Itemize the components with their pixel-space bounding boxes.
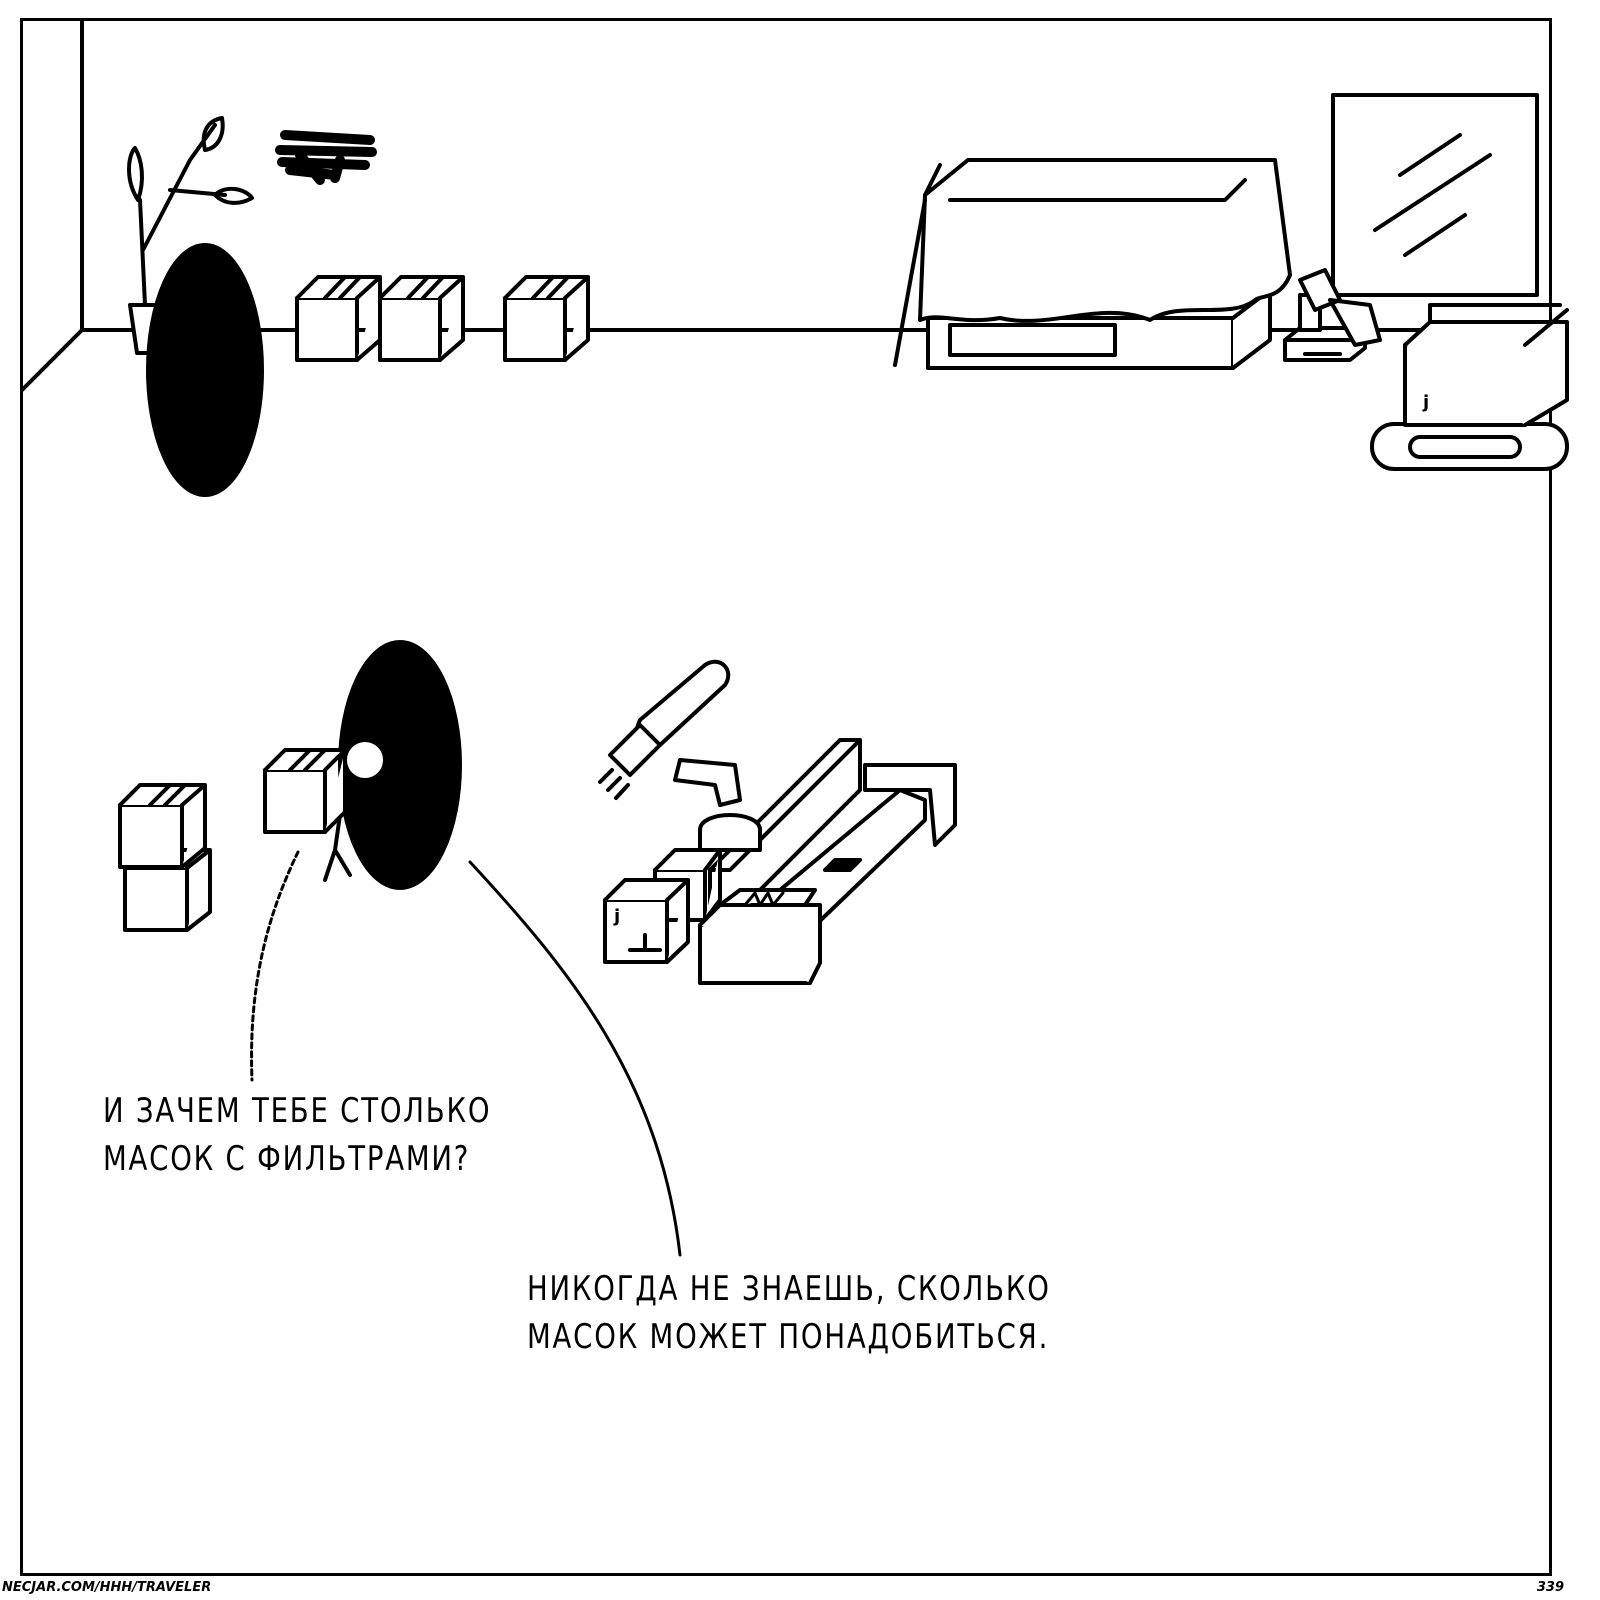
box-label: j [613, 906, 620, 927]
speech-line: И зачем тебе столько [103, 1091, 492, 1131]
speech-line: Никогда не знаешь, сколько [527, 1269, 1051, 1309]
window [1331, 93, 1539, 297]
page-number: 339 [1536, 1580, 1564, 1595]
cardboard-boxes [295, 275, 590, 362]
footer-url[interactable]: NECJAR.COM/HHH/TRAVELER [2, 1580, 212, 1595]
portal-hole [146, 243, 264, 497]
tracked-robot [1370, 303, 1569, 471]
speech-line: масок с фильтрами? [103, 1139, 471, 1179]
speech-line: масок может понадобиться. [527, 1317, 1050, 1357]
speech-tail [468, 860, 682, 1257]
portal-hole [338, 640, 462, 890]
scribble-mark [275, 130, 377, 185]
mask-factory-machine [598, 659, 957, 985]
character-with-box [263, 738, 387, 882]
speech-text-question: И зачем тебе столько масок с фильтрами? [103, 1087, 491, 1183]
robot-arm-small [1283, 268, 1382, 362]
stacked-boxes [118, 783, 212, 932]
covered-table [893, 158, 1292, 370]
speech-tail-dashed [250, 850, 300, 1082]
speech-text-answer: Никогда не знаешь, сколько масок может п… [527, 1265, 1051, 1361]
comic-panel [20, 18, 1552, 1576]
box-label: j [1422, 392, 1429, 413]
